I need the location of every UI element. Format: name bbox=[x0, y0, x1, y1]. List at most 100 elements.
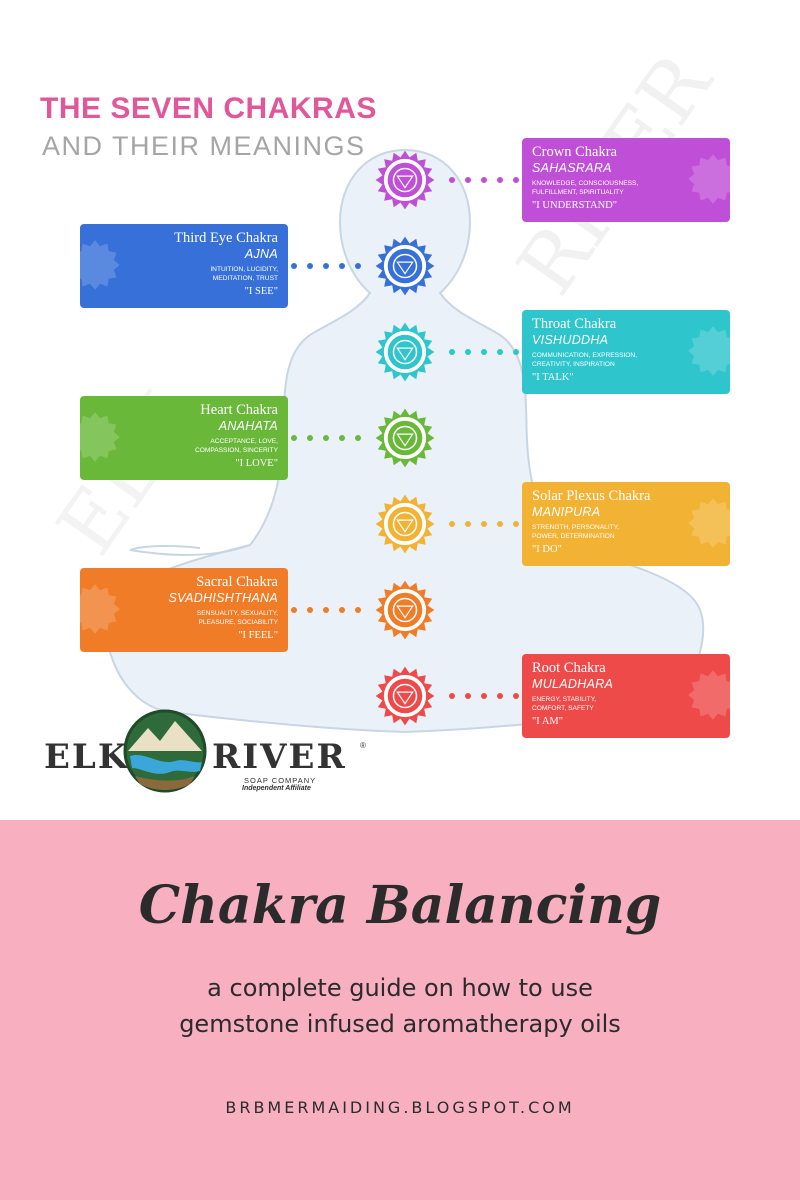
logo-word-elk: ELK bbox=[44, 737, 130, 777]
logo-emblem bbox=[123, 709, 207, 793]
chakra-meaning: KNOWLEDGE, CONSCIOUSNESS,FULFILLMENT, SP… bbox=[532, 180, 639, 196]
connector-dot bbox=[481, 693, 487, 699]
chakra-sanskrit: AJNA bbox=[244, 247, 278, 261]
chakra-sanskrit: VISHUDDHA bbox=[532, 333, 609, 347]
connector-dot bbox=[323, 435, 329, 441]
elk-river-logo: ELK RIVER ® SOAP COMPANY Independent Aff… bbox=[44, 709, 366, 795]
chakra-affirmation: "I AM" bbox=[532, 716, 564, 727]
connector-dot bbox=[497, 177, 503, 183]
banner-subtitle-line2: gemstone infused aromatherapy oils bbox=[179, 1010, 621, 1038]
connector-dot bbox=[291, 607, 297, 613]
connector-dot bbox=[339, 607, 345, 613]
chakra-infographic: RIVER ELK THE SEVEN CHAKRAS AND THEIR ME… bbox=[39, 35, 732, 795]
connector-dot bbox=[481, 349, 487, 355]
connector-dot bbox=[497, 693, 503, 699]
connector-dot bbox=[291, 263, 297, 269]
connector-dot bbox=[355, 435, 361, 441]
banner-title: Chakra Balancing bbox=[138, 875, 662, 936]
throat-chakra-icon bbox=[373, 320, 437, 384]
banner-subtitle-line1: a complete guide on how to use bbox=[207, 974, 593, 1002]
chakra-sanskrit: SVADHISHTHANA bbox=[168, 591, 278, 605]
card-watermark-icon bbox=[80, 582, 122, 636]
card-watermark-icon bbox=[686, 668, 730, 722]
chakra-meaning: STRENGTH, PERSONALITY,POWER, DETERMINATI… bbox=[532, 524, 620, 540]
connector-dot bbox=[513, 693, 519, 699]
chakra-affirmation: "I FEEL" bbox=[238, 630, 278, 641]
connector-dot bbox=[465, 693, 471, 699]
connector-dot bbox=[449, 693, 455, 699]
solar-plexus-chakra-icon bbox=[373, 492, 437, 556]
chakra-affirmation: "I TALK" bbox=[532, 372, 574, 383]
chakra-name: Crown Chakra bbox=[532, 144, 617, 160]
connector-dot bbox=[497, 349, 503, 355]
connector-dot bbox=[355, 607, 361, 613]
sacral-chakra-icon bbox=[373, 578, 437, 642]
logo-registered-mark: ® bbox=[360, 741, 366, 750]
card-watermark-icon bbox=[686, 324, 730, 378]
crown-chakra-icon bbox=[373, 148, 437, 212]
connector-dot bbox=[513, 177, 519, 183]
logo-sub2: Independent Affiliate bbox=[242, 785, 311, 792]
root-chakra-icon bbox=[373, 664, 437, 728]
chakra-meaning: ENERGY, STABILITY,COMFORT, SAFETY bbox=[532, 696, 597, 712]
chakra-name: Sacral Chakra bbox=[196, 574, 278, 590]
connector-dot bbox=[465, 177, 471, 183]
connector-dot bbox=[513, 521, 519, 527]
chakra-sanskrit: MANIPURA bbox=[532, 505, 601, 519]
card-watermark-icon bbox=[686, 496, 730, 550]
chakra-name: Root Chakra bbox=[532, 660, 606, 676]
chakra-affirmation: "I SEE" bbox=[244, 286, 278, 297]
chakra-sanskrit: MULADHARA bbox=[532, 677, 614, 691]
chakra-affirmation: "I UNDERSTAND" bbox=[532, 200, 618, 211]
card-watermark-icon bbox=[80, 238, 122, 292]
chakra-sanskrit: ANAHATA bbox=[218, 419, 278, 433]
connector-dot bbox=[355, 263, 361, 269]
connector-dot bbox=[291, 435, 297, 441]
connector-dot bbox=[449, 349, 455, 355]
chakra-sanskrit: SAHASRARA bbox=[532, 161, 612, 175]
chakra-meaning: INTUITION, LUCIDITY,MEDITATION, TRUST bbox=[210, 266, 278, 282]
chakra-name: Throat Chakra bbox=[532, 316, 617, 332]
heart-chakra-icon bbox=[373, 406, 437, 470]
connector-dot bbox=[307, 435, 313, 441]
connector-dot bbox=[481, 521, 487, 527]
connector-dot bbox=[449, 521, 455, 527]
blog-url-link[interactable]: BRBMERMAIDING.BLOGSPOT.COM bbox=[225, 1098, 575, 1117]
connector-dot bbox=[307, 263, 313, 269]
chakra-meaning: COMMUNICATION, EXPRESSION,CREATIVITY, IN… bbox=[532, 352, 638, 368]
logo-word-river: RIVER bbox=[212, 737, 347, 777]
chakra-name: Third Eye Chakra bbox=[174, 230, 278, 246]
connector-dot bbox=[481, 177, 487, 183]
connector-dot bbox=[465, 521, 471, 527]
chakra-meaning: SENSUALITY, SEXUALITY,PLEASURE, SOCIABIL… bbox=[196, 610, 278, 626]
connector-dot bbox=[449, 177, 455, 183]
connector-dot bbox=[323, 263, 329, 269]
infographic-subtitle: AND THEIR MEANINGS bbox=[42, 131, 366, 161]
pink-banner: Chakra Balancing a complete guide on how… bbox=[0, 820, 800, 1200]
connector-dot bbox=[513, 349, 519, 355]
connector-dot bbox=[465, 349, 471, 355]
connector-dot bbox=[323, 607, 329, 613]
infographic-title: THE SEVEN CHAKRAS bbox=[40, 92, 377, 125]
connector-dot bbox=[339, 435, 345, 441]
logo-sub1: SOAP COMPANY bbox=[244, 776, 317, 785]
third-eye-chakra-icon bbox=[373, 234, 437, 298]
card-watermark-icon bbox=[80, 410, 122, 464]
connector-dot bbox=[497, 521, 503, 527]
banner-subtitle: a complete guide on how to use gemstone … bbox=[0, 970, 800, 1042]
chakra-meaning: ACCEPTANCE, LOVE,COMPASSION, SINCERITY bbox=[194, 438, 278, 454]
chakra-name: Solar Plexus Chakra bbox=[532, 488, 651, 504]
connector-dot bbox=[307, 607, 313, 613]
card-watermark-icon bbox=[686, 152, 730, 206]
chakra-affirmation: "I LOVE" bbox=[235, 458, 278, 469]
connector-dot bbox=[339, 263, 345, 269]
chakra-affirmation: "I DO" bbox=[532, 544, 562, 555]
chakra-name: Heart Chakra bbox=[200, 402, 278, 418]
